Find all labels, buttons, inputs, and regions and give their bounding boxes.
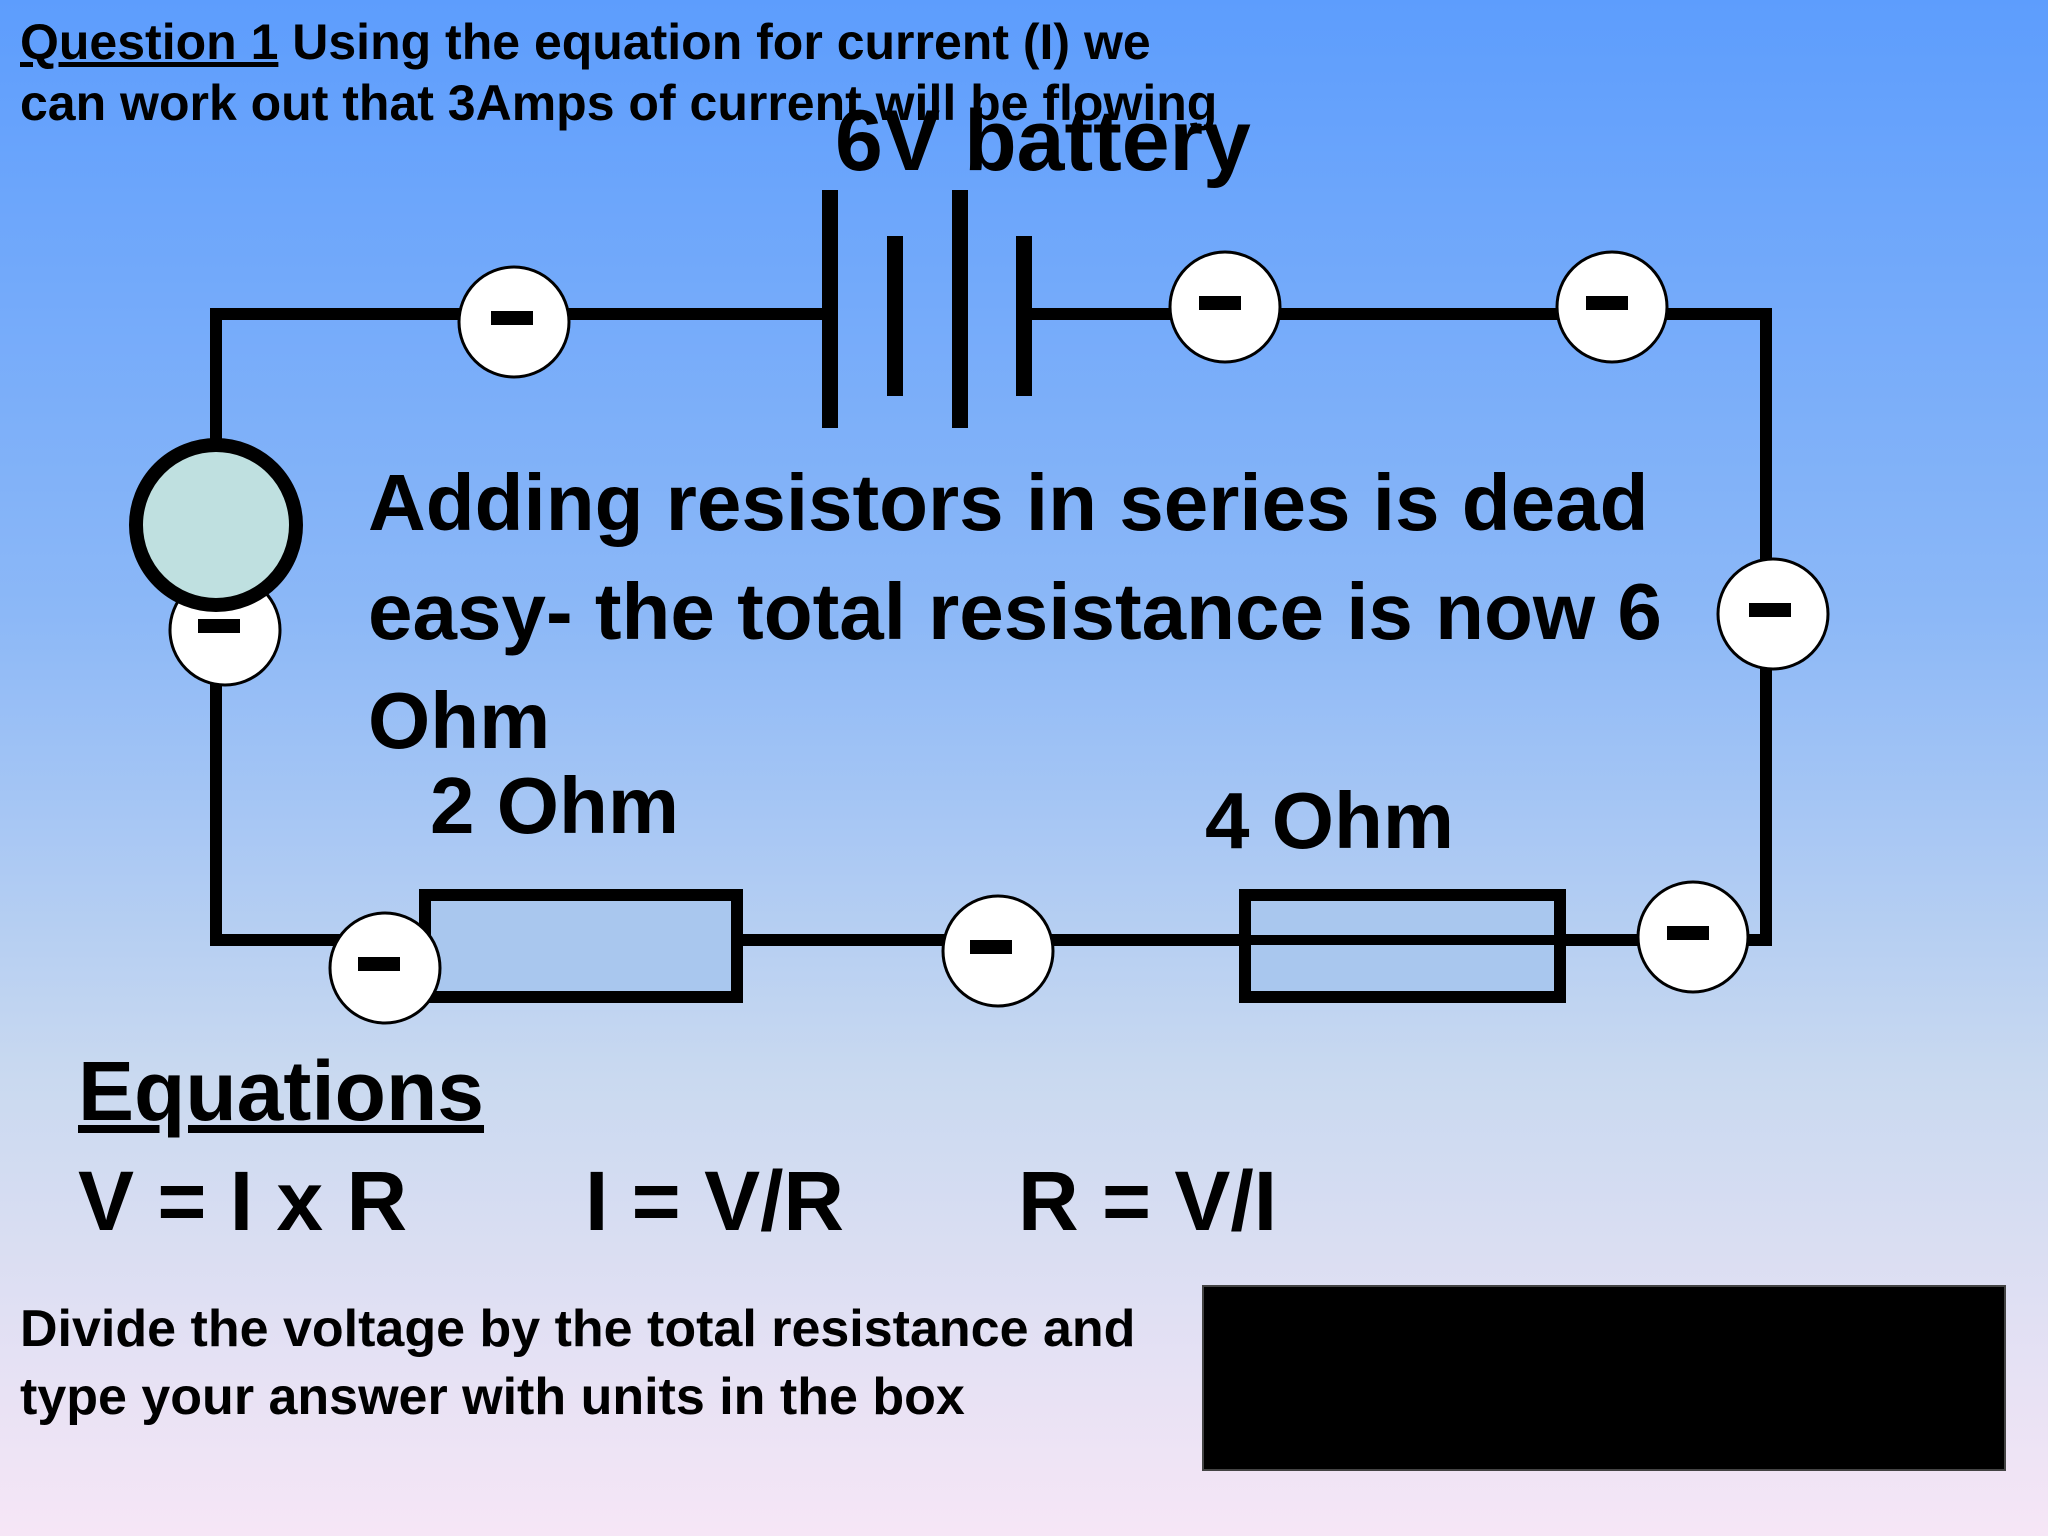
resistor-2-ohm-icon (419, 889, 743, 1003)
electron-icon-7 (328, 911, 442, 1025)
equations-title: Equations (78, 1044, 485, 1138)
electron-icon-1 (457, 265, 571, 379)
resistor-4-ohm-icon (1239, 889, 1566, 1003)
electron-icon-4 (1716, 557, 1830, 671)
question-text: Question 1 Using the equation for curren… (20, 12, 1220, 134)
main-explanation: Adding resistors in series is dead easy-… (368, 458, 1662, 765)
resistor-label-4-ohm: 4 Ohm (1205, 776, 1454, 865)
electron-icon-2 (1168, 250, 1282, 364)
electron-icon-3 (1555, 250, 1669, 364)
electron-icon-6 (941, 894, 1055, 1008)
ammeter-icon (129, 438, 303, 612)
battery-label: 6V battery (835, 93, 1251, 189)
electron-icon-5 (1636, 880, 1750, 994)
battery-icon (822, 190, 1032, 428)
instruction-text: Divide the voltage by the total resistan… (20, 1300, 1136, 1426)
question-label: Question 1 (20, 14, 279, 70)
resistor-label-2-ohm: 2 Ohm (430, 761, 679, 850)
equation-voltage: V = I x R (78, 1154, 408, 1248)
equation-resistance: R = V/I (1018, 1154, 1278, 1248)
equation-current: I = V/R (585, 1154, 845, 1248)
question-body: Using the equation for current (I) we ca… (20, 14, 1218, 131)
answer-input[interactable] (1202, 1285, 2006, 1471)
